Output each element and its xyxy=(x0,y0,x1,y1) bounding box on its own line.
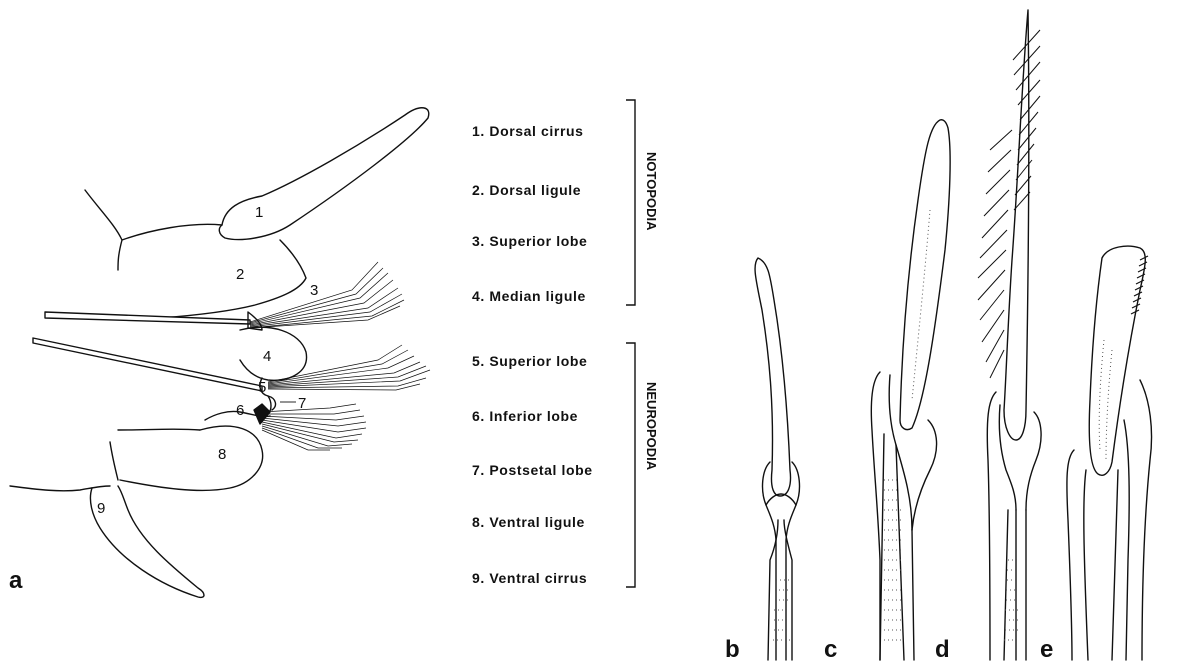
seta-d-drawing xyxy=(978,10,1041,660)
part-number-6: 6 xyxy=(236,402,244,419)
part-number-4: 4 xyxy=(263,348,271,365)
neuropodial-superior-setae xyxy=(268,345,430,390)
legend-item-8: 8. Ventral ligule xyxy=(472,514,585,530)
legend-item-4: 4. Median ligule xyxy=(472,288,586,304)
neuropodial-inferior-setae xyxy=(262,404,366,450)
dorsal-cirrus-shape xyxy=(219,108,428,240)
seta-c-drawing xyxy=(871,120,950,660)
neuropodia-bracket xyxy=(626,343,635,587)
part-number-5: 5 xyxy=(258,379,266,396)
legend-item-9: 9. Ventral cirrus xyxy=(472,570,587,586)
legend-item-2: 2. Dorsal ligule xyxy=(472,182,581,198)
part-number-8: 8 xyxy=(218,446,226,463)
panel-letter-a: a xyxy=(9,567,23,594)
legend-item-3: 3. Superior lobe xyxy=(472,233,587,249)
legend-item-7: 7. Postsetal lobe xyxy=(472,462,593,478)
legend-item-1: 1. Dorsal cirrus xyxy=(472,123,584,139)
panel-letter-c: c xyxy=(824,636,837,662)
ventral-ligule-shape xyxy=(120,426,263,490)
legend-item-6: 6. Inferior lobe xyxy=(472,408,578,424)
notopodia-bracket xyxy=(626,100,635,305)
panel-letter-e: e xyxy=(1040,636,1053,662)
parapodium-drawing xyxy=(10,108,430,598)
dorsal-ligule-shape xyxy=(160,240,306,318)
median-ligule-shape xyxy=(240,327,307,380)
part-number-3: 3 xyxy=(310,282,318,299)
parts-legend: 1. Dorsal cirrus 2. Dorsal ligule 3. Sup… xyxy=(472,100,659,587)
neuropodia-label: NEUROPODIA xyxy=(644,382,659,471)
part-number-7: 7 xyxy=(298,395,306,412)
part-number-2: 2 xyxy=(236,266,244,283)
notopodial-setae xyxy=(250,262,404,328)
seta-b-drawing xyxy=(755,258,799,660)
notopodia-label: NOTOPODIA xyxy=(644,152,659,231)
seta-e-drawing xyxy=(1067,246,1152,660)
ventral-cirrus-shape xyxy=(90,486,204,597)
panel-letter-d: d xyxy=(935,636,950,662)
legend-item-5: 5. Superior lobe xyxy=(472,353,587,369)
panel-letter-b: b xyxy=(725,636,740,662)
part-number-1: 1 xyxy=(255,204,263,221)
part-number-9: 9 xyxy=(97,500,105,517)
